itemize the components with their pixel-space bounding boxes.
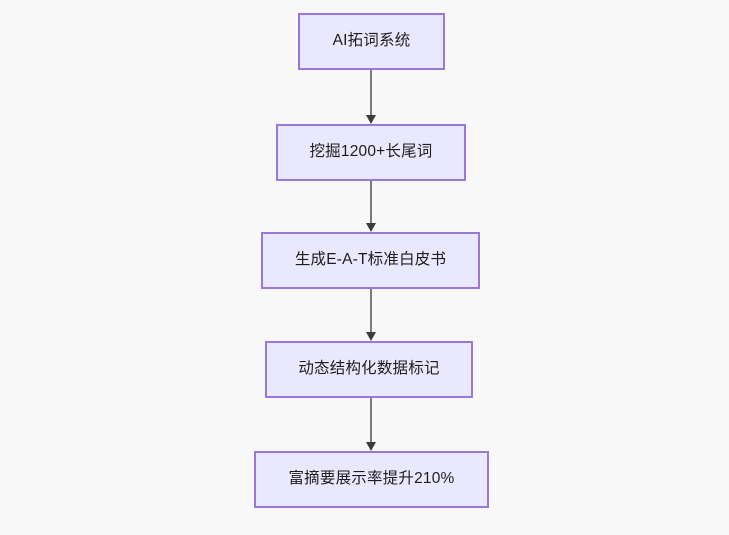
- flowchart-node-rich-snippet-uplift[interactable]: 富摘要展示率提升210%: [254, 451, 489, 508]
- node-label: 富摘要展示率提升210%: [288, 470, 455, 488]
- connector-line: [370, 398, 372, 443]
- node-label: 挖掘1200+长尾词: [309, 143, 433, 161]
- node-label: 生成E-A-T标准白皮书: [294, 251, 447, 269]
- flowchart-node-ai-keyword-system[interactable]: AI拓词系统: [298, 13, 445, 70]
- connector-arrow-1: [365, 70, 377, 124]
- connector-line: [370, 70, 372, 116]
- connector-arrow-3: [365, 289, 377, 341]
- node-label: 动态结构化数据标记: [298, 360, 440, 378]
- flowchart-node-generate-eat-whitepaper[interactable]: 生成E-A-T标准白皮书: [261, 232, 480, 289]
- connector-arrow-4: [365, 398, 377, 451]
- arrowhead-icon: [366, 332, 376, 341]
- arrowhead-icon: [366, 115, 376, 124]
- arrowhead-icon: [366, 223, 376, 232]
- arrowhead-icon: [366, 442, 376, 451]
- connector-line: [370, 181, 372, 224]
- connector-arrow-2: [365, 181, 377, 232]
- flowchart-node-mine-longtail-keywords[interactable]: 挖掘1200+长尾词: [276, 124, 466, 181]
- connector-line: [370, 289, 372, 333]
- flowchart-node-dynamic-structured-data[interactable]: 动态结构化数据标记: [265, 341, 473, 398]
- node-label: AI拓词系统: [332, 32, 411, 50]
